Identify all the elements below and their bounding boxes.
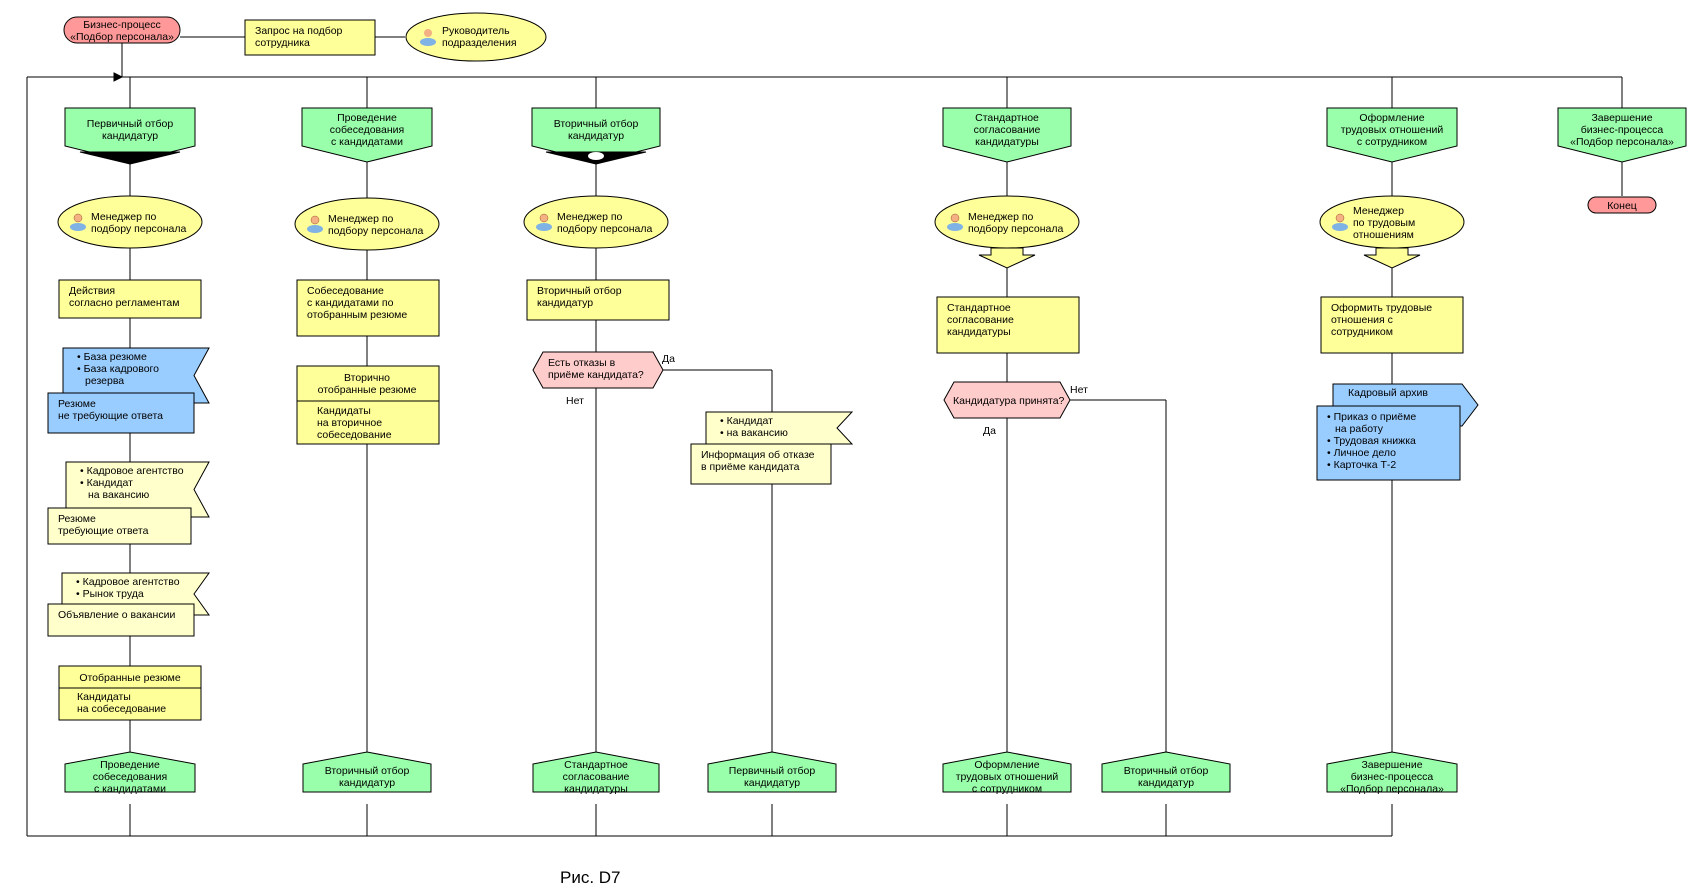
decision-yes-label-2: Да — [983, 425, 996, 437]
action-secondary-selection — [526, 279, 670, 321]
doc-resume-no-reply — [47, 392, 195, 434]
doc-selected-resumes-head: Отобранные резюме — [79, 672, 181, 684]
event-to-standard — [532, 751, 660, 793]
doc-selected-resumes — [58, 665, 202, 721]
figure-caption: Рис. D7 — [560, 868, 621, 887]
person-body-icon — [536, 223, 552, 231]
person-body-icon — [1332, 223, 1348, 231]
action-employment — [1320, 296, 1464, 354]
person-body-icon — [307, 225, 323, 233]
source-candidate-vacancy — [705, 411, 854, 445]
person-icon — [539, 213, 549, 223]
flow-arrow — [978, 247, 1036, 269]
person-icon — [424, 29, 432, 37]
end-event-label: Конец — [1607, 200, 1637, 212]
person-icon — [950, 213, 960, 223]
arrow-head — [113, 72, 124, 82]
flow-arrow-2 — [1363, 247, 1421, 269]
event-to-employment — [942, 751, 1072, 793]
person-icon — [1335, 213, 1345, 223]
event-to-completion — [1326, 751, 1458, 793]
request-document — [244, 19, 376, 56]
doc-vacancy-ad-label: Объявление о вакансии — [58, 609, 175, 621]
end-event — [1587, 196, 1657, 214]
event-back-secondary — [1101, 751, 1231, 793]
event-to-interview — [64, 751, 196, 793]
decision-no-label-2: Нет — [1070, 384, 1088, 396]
decision-yes-label: Да — [662, 353, 675, 365]
decision-accepted-label: Кандидатура принята? — [953, 395, 1065, 407]
doc-vacancy-ad — [47, 603, 195, 637]
event-back-primary — [707, 751, 837, 793]
function-interview — [301, 107, 433, 163]
event-to-secondary — [302, 751, 432, 793]
doc-second-resumes — [296, 365, 440, 445]
xor-marker — [588, 152, 604, 160]
process-start-event-label: Бизнес-процесс«Подбор персонала» — [70, 19, 174, 43]
person-body-icon — [947, 223, 963, 231]
person-body-icon — [70, 223, 86, 231]
person-body-icon — [420, 38, 436, 46]
source-candidate-vacancy-label: • Кандидат• на вакансию — [720, 415, 788, 439]
operator-and — [79, 151, 181, 165]
hr-archive-docs — [1316, 405, 1461, 481]
source-agency-market-label: • Кадровое агентство• Рынок труда — [76, 576, 180, 600]
doc-rejection-info — [690, 443, 832, 485]
action-by-regulations — [58, 279, 202, 319]
function-employment — [1326, 107, 1458, 163]
action-interview — [296, 279, 440, 337]
decision-rejections — [532, 351, 664, 389]
hr-archive-label: Кадровый архив — [1348, 387, 1428, 399]
function-standard-approval — [942, 107, 1072, 163]
person-icon — [310, 215, 320, 225]
person-icon — [73, 213, 83, 223]
department-head-role — [405, 12, 547, 62]
doc-resume-reply — [47, 507, 192, 545]
decision-no-label: Нет — [566, 395, 584, 407]
action-standard-approval — [936, 296, 1080, 354]
decision-accepted — [943, 381, 1071, 419]
function-completion — [1557, 107, 1687, 163]
